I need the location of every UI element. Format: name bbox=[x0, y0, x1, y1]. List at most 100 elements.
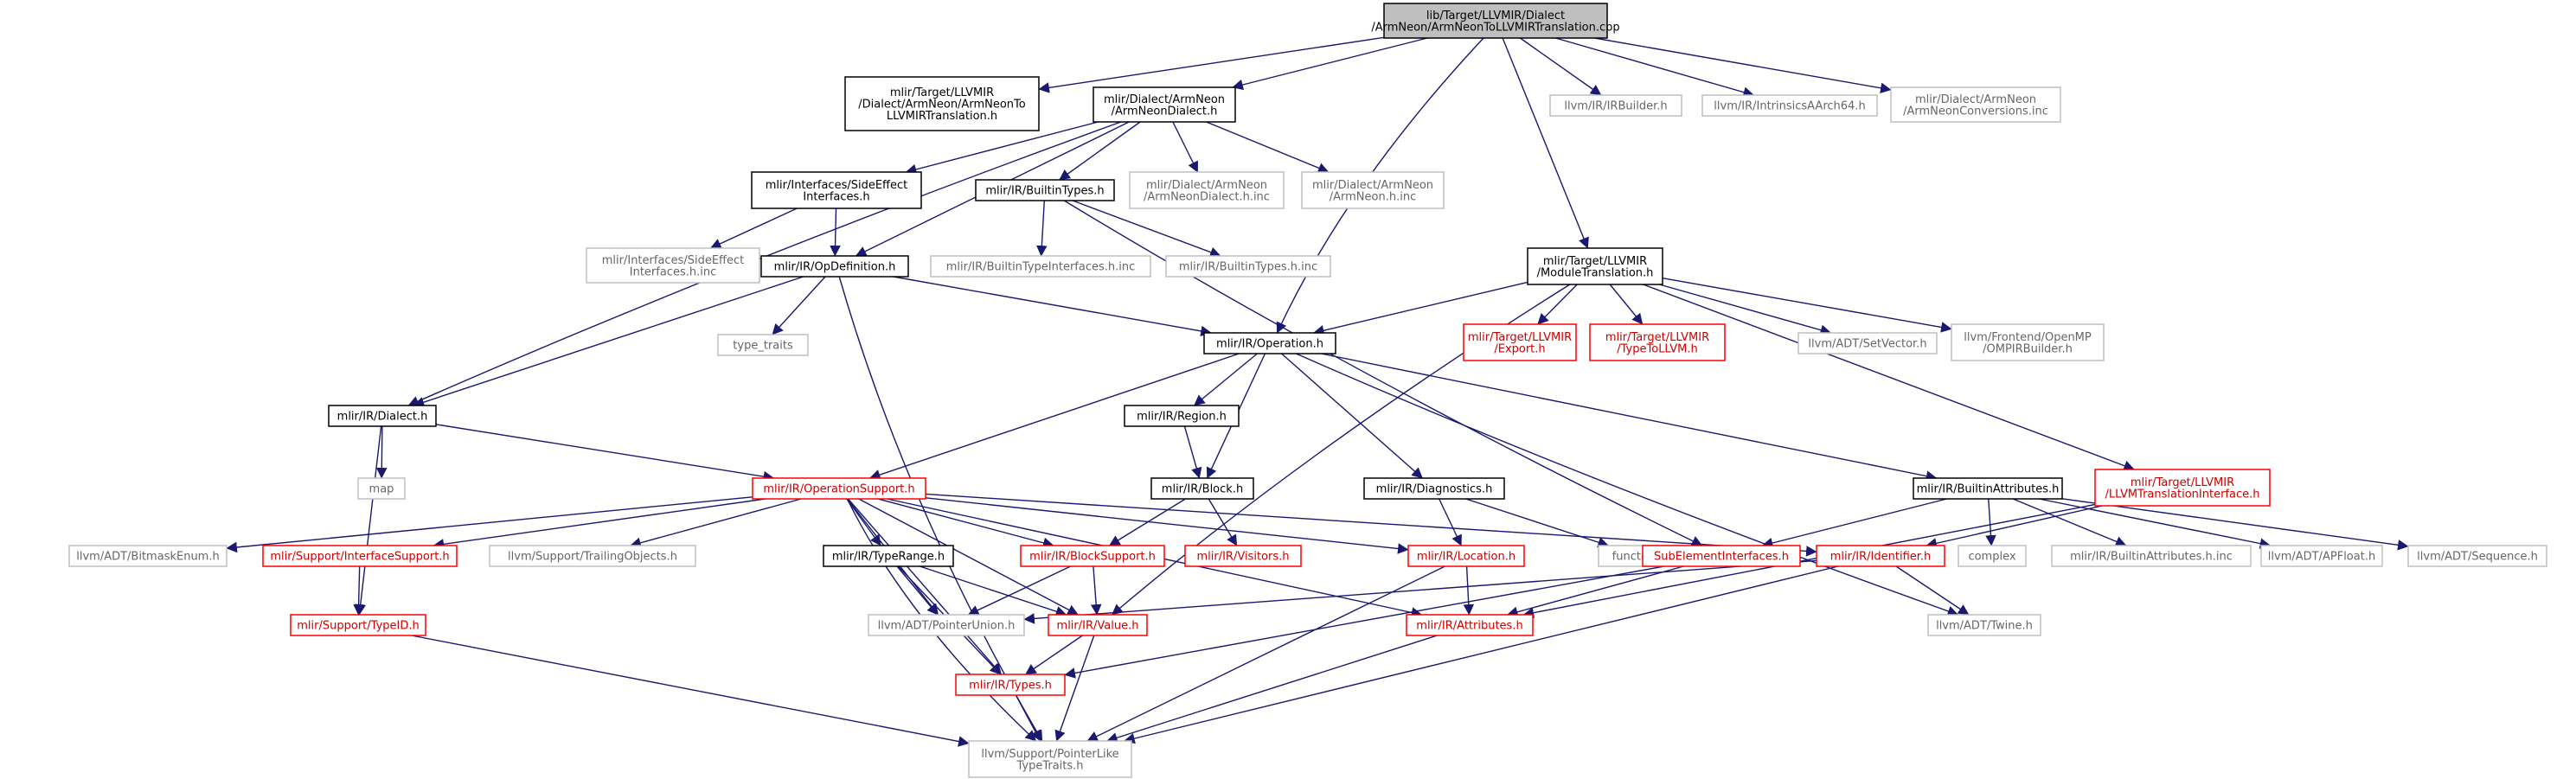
edge-llvmTranslationIf-to-identifier bbox=[1926, 505, 2103, 549]
node-box bbox=[1383, 3, 1608, 39]
node-box bbox=[1020, 545, 1165, 567]
node-label: mlir/IR/BuiltinAttributes.h bbox=[1917, 483, 2060, 496]
node-box bbox=[968, 740, 1132, 778]
edge-subElementIf-to-attributes bbox=[1507, 565, 1684, 617]
node-opDefinition[interactable]: mlir/IR/OpDefinition.h bbox=[760, 255, 909, 278]
edge-value-to-types bbox=[1025, 635, 1083, 675]
node-box bbox=[717, 334, 809, 356]
node-region[interactable]: mlir/IR/Region.h bbox=[1124, 405, 1240, 427]
node-box bbox=[1701, 94, 1878, 117]
node-label: llvm/ADT/SetVector.h bbox=[1808, 338, 1926, 351]
node-attributes[interactable]: mlir/IR/Attributes.h bbox=[1406, 614, 1534, 636]
node-label: /ArmNeon.h.inc bbox=[1330, 190, 1416, 203]
node-label: mlir/Interfaces/SideEffect bbox=[602, 254, 745, 267]
node-apFloat: llvm/ADT/APFloat.h bbox=[2260, 545, 2383, 567]
node-box bbox=[955, 674, 1066, 696]
node-operationSupport[interactable]: mlir/IR/OperationSupport.h bbox=[752, 477, 926, 500]
edge-operation-to-twine bbox=[1296, 353, 1959, 616]
node-intrinsics: llvm/IR/IntrinsicsAArch64.h bbox=[1701, 94, 1878, 117]
node-identifier[interactable]: mlir/IR/Identifier.h bbox=[1816, 545, 1945, 567]
node-label: mlir/IR/Types.h bbox=[969, 680, 1052, 693]
node-typeID[interactable]: mlir/Support/TypeID.h bbox=[290, 614, 426, 636]
edge-location-to-attributes bbox=[1463, 565, 1475, 616]
edge-dialect-to-typeID bbox=[355, 425, 382, 616]
node-builtinTypes[interactable]: mlir/IR/BuiltinTypes.h bbox=[975, 179, 1115, 201]
node-visitors[interactable]: mlir/IR/Visitors.h bbox=[1184, 545, 1302, 567]
node-label: llvm/Frontend/OpenMP bbox=[1964, 331, 2092, 344]
node-interfaceSupport[interactable]: mlir/Support/InterfaceSupport.h bbox=[262, 545, 458, 567]
edge-operation-to-builtinAttributes bbox=[1321, 353, 1938, 482]
node-label: mlir/Target/LLVMIR bbox=[2131, 476, 2234, 489]
node-pointerUnion: llvm/ADT/PointerUnion.h bbox=[868, 614, 1025, 636]
node-box bbox=[1165, 255, 1331, 278]
edge-operationSupport-to-trailingObjects bbox=[630, 498, 802, 548]
node-box bbox=[2051, 545, 2252, 567]
node-label: mlir/Dialect/ArmNeon bbox=[1104, 93, 1225, 106]
node-label: /Dialect/ArmNeon/ArmNeonTo bbox=[858, 99, 1025, 112]
edge-operation-to-operationSupport bbox=[868, 353, 1240, 481]
node-dialect[interactable]: mlir/IR/Dialect.h bbox=[328, 405, 437, 427]
edge-moduleTranslation-to-operation bbox=[1313, 281, 1528, 336]
node-armneonDialect[interactable]: mlir/Dialect/ArmNeon/ArmNeonDialect.h bbox=[1093, 86, 1236, 123]
node-label: mlir/Dialect/ArmNeon bbox=[1312, 179, 1433, 192]
edge-identifier-to-twine bbox=[1895, 565, 1970, 616]
node-box bbox=[68, 545, 227, 567]
node-label: /ArmNeon/ArmNeonToLLVMIRTranslation.cpp bbox=[1371, 21, 1619, 34]
node-box bbox=[328, 405, 437, 427]
node-label: mlir/IR/TypeRange.h bbox=[832, 551, 945, 564]
edge-typeRange-to-value bbox=[920, 565, 1067, 617]
node-label: complex bbox=[1968, 551, 2015, 564]
node-bitmaskEnum: llvm/ADT/BitmaskEnum.h bbox=[68, 545, 227, 567]
edge-builtinTypes-to-builtinTypesInc bbox=[1072, 200, 1221, 258]
node-subElementIf[interactable]: SubElementInterfaces.h bbox=[1642, 545, 1801, 567]
node-label: /TypeToLLVM.h bbox=[1617, 342, 1697, 355]
node-sequence: llvm/ADT/Sequence.h bbox=[2407, 545, 2547, 567]
node-armneonToLLVMIR[interactable]: mlir/Target/LLVMIR/Dialect/ArmNeon/ArmNe… bbox=[844, 76, 1040, 131]
edge-builtinAttributes-to-builtinAttrInc bbox=[2012, 498, 2127, 547]
node-root[interactable]: lib/Target/LLVMIR/Dialect/ArmNeon/ArmNeo… bbox=[1371, 3, 1620, 39]
node-label: /OMPIRBuilder.h bbox=[1983, 342, 2073, 355]
node-box bbox=[1184, 545, 1302, 567]
node-types[interactable]: mlir/IR/Types.h bbox=[955, 674, 1066, 696]
node-label: Interfaces.h.inc bbox=[630, 265, 716, 278]
node-label: mlir/IR/Region.h bbox=[1137, 411, 1227, 424]
edge-moduleTranslation-to-setVector bbox=[1659, 284, 1832, 335]
node-label: llvm/ADT/PointerUnion.h bbox=[878, 620, 1016, 633]
node-box bbox=[2094, 469, 2271, 507]
edge-typeID-to-pointerLikeTypeTraits bbox=[411, 635, 970, 747]
node-moduleTranslation[interactable]: mlir/Target/LLVMIR/ModuleTranslation.h bbox=[1527, 247, 1663, 285]
node-blockSupport[interactable]: mlir/IR/BlockSupport.h bbox=[1020, 545, 1165, 567]
edge-moduleTranslation-to-typeToLLVM bbox=[1609, 284, 1644, 325]
node-typeRange[interactable]: mlir/IR/TypeRange.h bbox=[823, 545, 954, 567]
node-box bbox=[752, 477, 926, 500]
node-sideEffectInc: mlir/Interfaces/SideEffectInterfaces.h.i… bbox=[586, 247, 760, 284]
edge-armneonDialect-to-armneonHInc bbox=[1206, 121, 1330, 174]
node-label: mlir/IR/Value.h bbox=[1057, 620, 1139, 633]
node-llvmirExport[interactable]: mlir/Target/LLVMIR/Export.h bbox=[1463, 323, 1577, 361]
node-location[interactable]: mlir/IR/Location.h bbox=[1407, 545, 1525, 567]
node-diagnostics[interactable]: mlir/IR/Diagnostics.h bbox=[1363, 477, 1505, 500]
node-block[interactable]: mlir/IR/Block.h bbox=[1150, 477, 1254, 500]
node-label: mlir/Support/TypeID.h bbox=[297, 620, 419, 633]
node-label: mlir/Interfaces/SideEffect bbox=[766, 179, 908, 192]
edge-builtinTypes-to-subElementIf bbox=[1063, 200, 1703, 546]
node-label: mlir/IR/Identifier.h bbox=[1830, 551, 1932, 564]
node-builtinTypeIfInc: mlir/IR/BuiltinTypeInterfaces.h.inc bbox=[930, 255, 1151, 278]
node-irBuilder: llvm/IR/IRBuilder.h bbox=[1549, 94, 1682, 117]
edge-opDefinition-to-typeTraits bbox=[772, 276, 826, 335]
node-label: mlir/IR/OpDefinition.h bbox=[774, 261, 896, 274]
node-box bbox=[1363, 477, 1505, 500]
edge-root-to-armneonToLLVMIR bbox=[1038, 36, 1385, 93]
edge-builtinAttributes-to-subElementIf bbox=[1761, 498, 1947, 549]
node-builtinAttributes[interactable]: mlir/IR/BuiltinAttributes.h bbox=[1913, 477, 2063, 500]
node-operation[interactable]: mlir/IR/Operation.h bbox=[1203, 332, 1336, 354]
node-ompirBuilder: llvm/Frontend/OpenMP/OMPIRBuilder.h bbox=[1951, 323, 2105, 361]
edge-builtinAttributes-to-apFloat bbox=[2039, 498, 2272, 549]
node-llvmTranslationIf[interactable]: mlir/Target/LLVMIR/LLVMTranslationInterf… bbox=[2094, 469, 2271, 507]
node-value[interactable]: mlir/IR/Value.h bbox=[1048, 614, 1148, 636]
node-box bbox=[2407, 545, 2547, 567]
node-typeToLLVM[interactable]: mlir/Target/LLVMIR/TypeToLLVM.h bbox=[1589, 323, 1726, 361]
node-label: mlir/Target/LLVMIR bbox=[1543, 255, 1647, 268]
